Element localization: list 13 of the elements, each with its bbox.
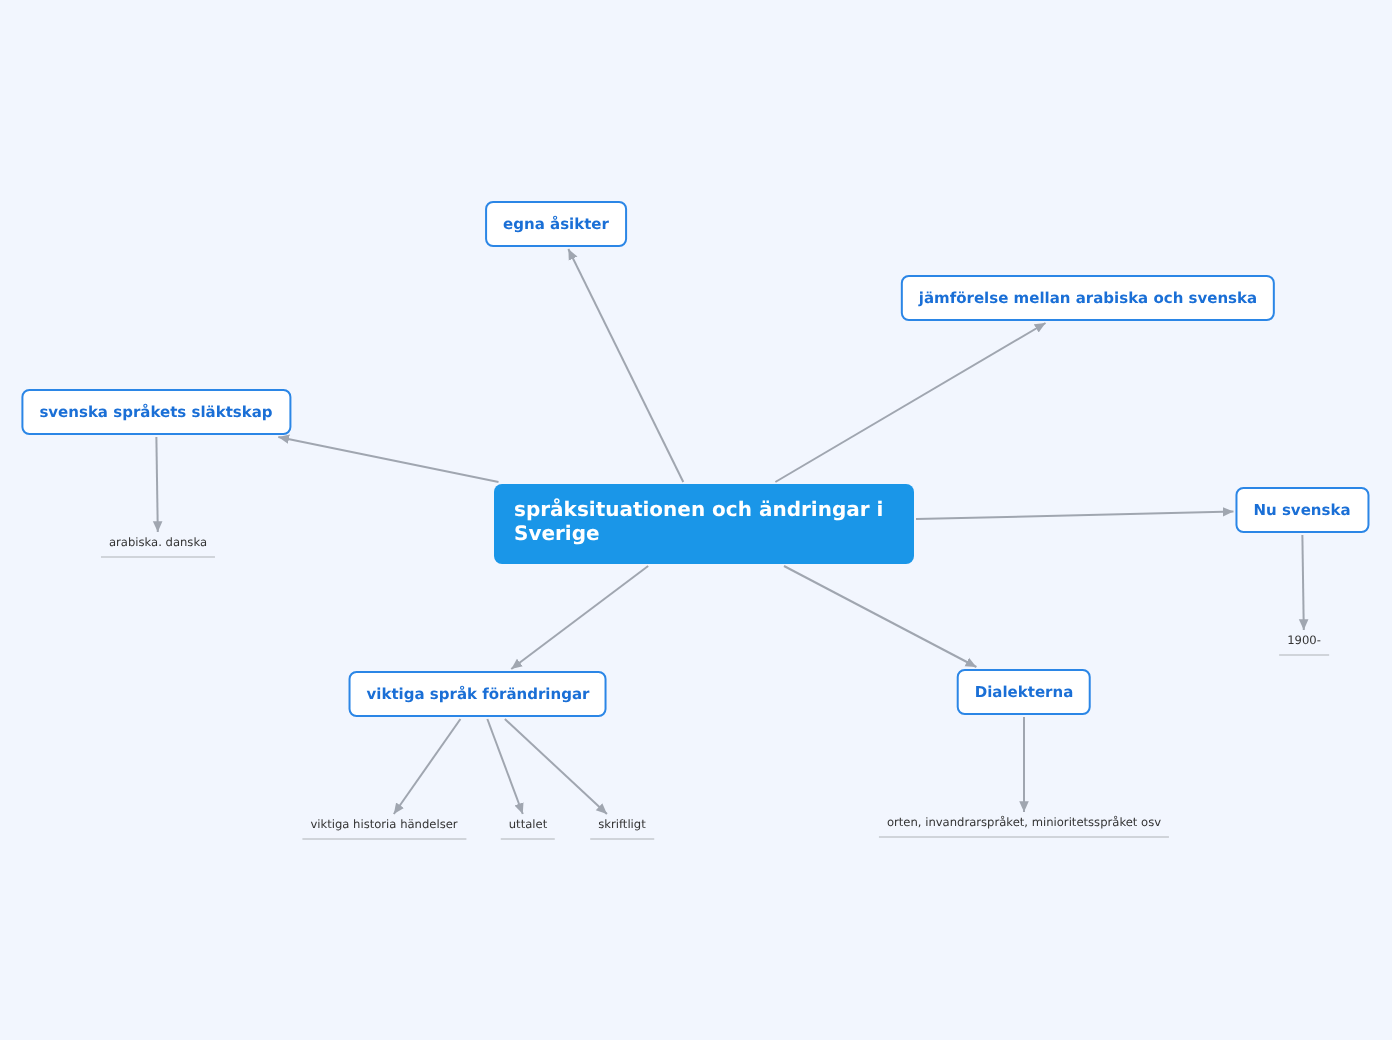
connector-arrow	[486, 718, 524, 815]
connector-arrow	[392, 718, 462, 815]
connector-arrow	[152, 436, 163, 533]
connector-arrow	[783, 565, 978, 668]
central-topic-box: språksituationen och ändringar i Sverige	[494, 484, 914, 564]
connector-arrow	[510, 565, 650, 670]
connector-arrow	[1298, 534, 1309, 631]
connector-arrow	[567, 248, 685, 483]
connector-arrow	[1019, 716, 1029, 813]
connector-arrow	[277, 434, 500, 483]
connector-arrow	[503, 718, 608, 815]
connector-arrow	[774, 322, 1047, 483]
connector-arrow	[915, 507, 1235, 521]
